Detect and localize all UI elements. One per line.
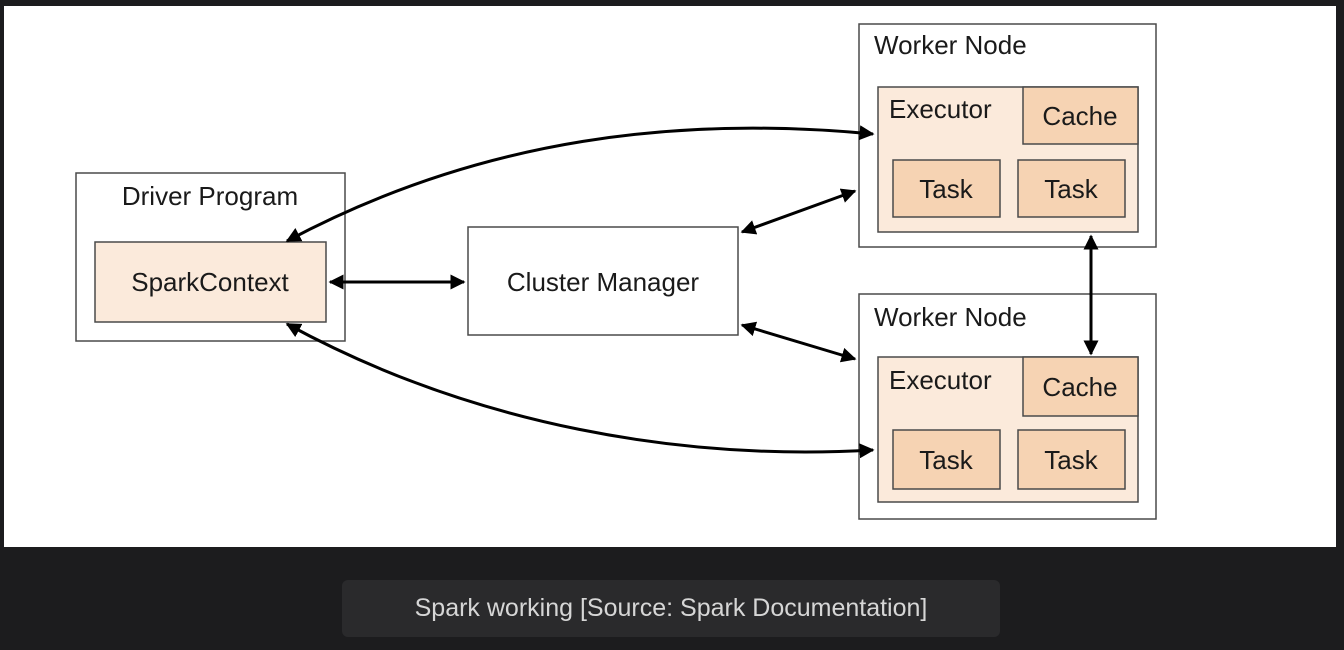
task-1b-box	[1017, 159, 1126, 218]
task-2b-box	[1017, 429, 1126, 490]
cache-1-label: Cache	[1042, 101, 1117, 131]
spark-context-label: SparkContext	[131, 267, 289, 297]
worker-node-2-title: Worker Node	[874, 302, 1027, 332]
task-1b-label: Task	[1044, 174, 1098, 204]
task-2a-label: Task	[919, 445, 973, 475]
arrow-driver-worker-2	[285, 322, 875, 459]
spark-architecture-diagram: Driver Program SparkContext Cluster Mana…	[75, 23, 1157, 520]
executor-1-label: Executor	[889, 94, 992, 124]
task-1a-box	[892, 159, 1001, 218]
cache-2-box	[1022, 356, 1139, 417]
driver-program-node: Driver Program SparkContext	[75, 172, 346, 342]
driver-program-title: Driver Program	[122, 181, 298, 211]
arrow-cluster-manager-worker-2	[740, 321, 857, 363]
worker-node-1: Worker Node Executor Cache Task Task	[858, 23, 1157, 248]
spark-context-box	[94, 241, 327, 323]
worker-node-2: Worker Node Executor Cache Task Task	[858, 293, 1157, 520]
cache-2-label: Cache	[1042, 372, 1117, 402]
figure-caption: Spark working [Source: Spark Documentati…	[342, 580, 1000, 637]
diagram-panel: Driver Program SparkContext Cluster Mana…	[4, 6, 1336, 547]
task-2b-label: Task	[1044, 445, 1098, 475]
arrow-driver-worker-1	[285, 125, 875, 243]
cluster-manager-label: Cluster Manager	[507, 267, 700, 297]
arrow-cluster-manager-worker-1	[740, 188, 857, 235]
cluster-manager-node: Cluster Manager	[467, 226, 739, 336]
cache-1-box	[1022, 86, 1139, 145]
executor-2-label: Executor	[889, 365, 992, 395]
worker-node-1-title: Worker Node	[874, 30, 1027, 60]
task-1a-label: Task	[919, 174, 973, 204]
task-2a-box	[892, 429, 1001, 490]
caption-text: Spark working [Source: Spark Documentati…	[414, 594, 928, 622]
